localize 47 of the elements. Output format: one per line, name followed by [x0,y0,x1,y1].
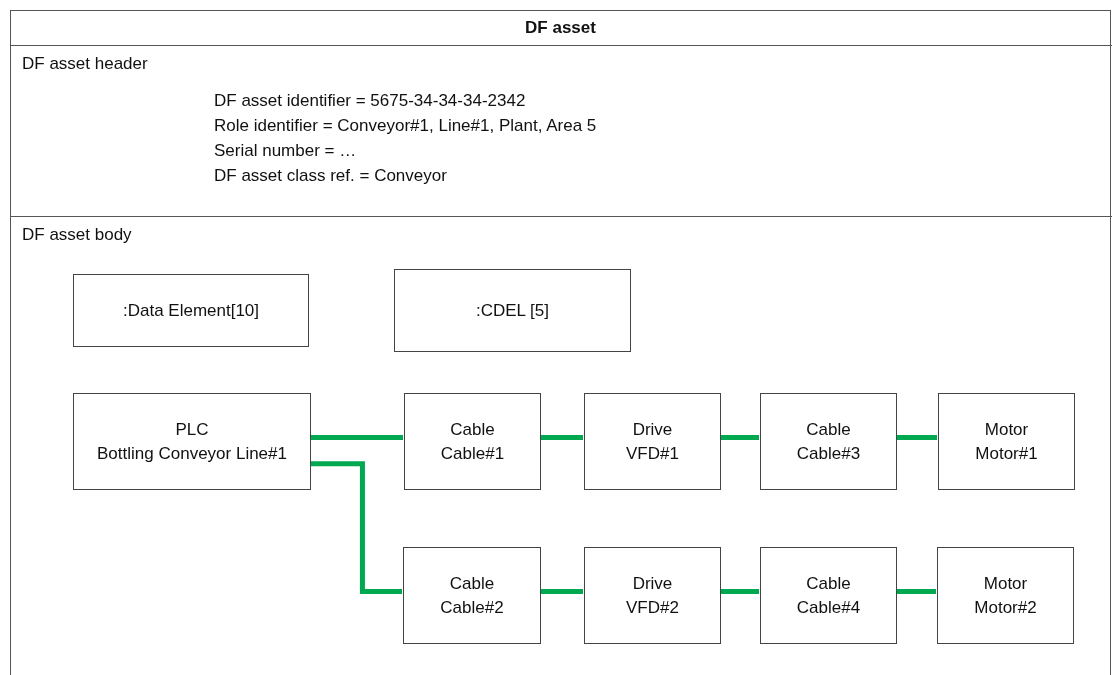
frame-title: DF asset [524,18,597,38]
connector-line [720,435,759,440]
component-box [937,547,1074,644]
box-label: VFD#2 [626,596,679,619]
box-label: Drive [632,418,673,441]
section-heading: DF asset body [22,225,132,245]
component-box [404,393,541,490]
box-label: Cable [450,418,495,441]
box-label: Cable#4 [796,596,861,619]
component-box [584,393,721,490]
box-label: Cable [449,572,495,595]
component-box [73,274,309,347]
box-label: Motor#1 [975,442,1038,465]
box-label: Drive [632,572,673,595]
box-label: Cable [806,418,851,441]
attribute-line: Role identifier = Conveyor#1, Line#1, Plant, Area 5 [214,115,597,137]
box-label: Cable#1 [440,442,505,465]
attribute-line: Serial number = … [214,140,358,162]
box-label: Motor [983,572,1028,595]
component-box [760,547,897,644]
section-heading: DF asset header [22,54,148,74]
connector-line [310,435,403,440]
connector-line [540,435,583,440]
component-box [938,393,1075,490]
component-box [73,393,311,490]
attribute-line: DF asset identifier = 5675-34-34-34-2342 [214,90,527,112]
component-box [584,547,721,644]
connector-line [310,461,402,594]
box-label: Cable#3 [796,442,861,465]
connector-line [720,589,759,594]
component-box [394,269,631,352]
connector-line [896,589,936,594]
connector-line [540,589,583,594]
box-label: Cable [806,572,851,595]
connector-line [896,435,937,440]
box-label: :CDEL [5] [475,299,550,322]
component-box [403,547,541,644]
container-frame [10,10,1111,675]
box-label: Cable#2 [440,596,504,619]
box-label: VFD#1 [626,442,679,465]
box-label: Motor [984,418,1029,441]
box-label: Motor#2 [974,596,1037,619]
attribute-line: DF asset class ref. = Conveyor [214,165,448,187]
box-label: PLC [175,418,209,441]
box-label: Bottling Conveyor Line#1 [97,442,287,465]
box-label: :Data Element[10] [122,299,260,322]
component-box [760,393,897,490]
